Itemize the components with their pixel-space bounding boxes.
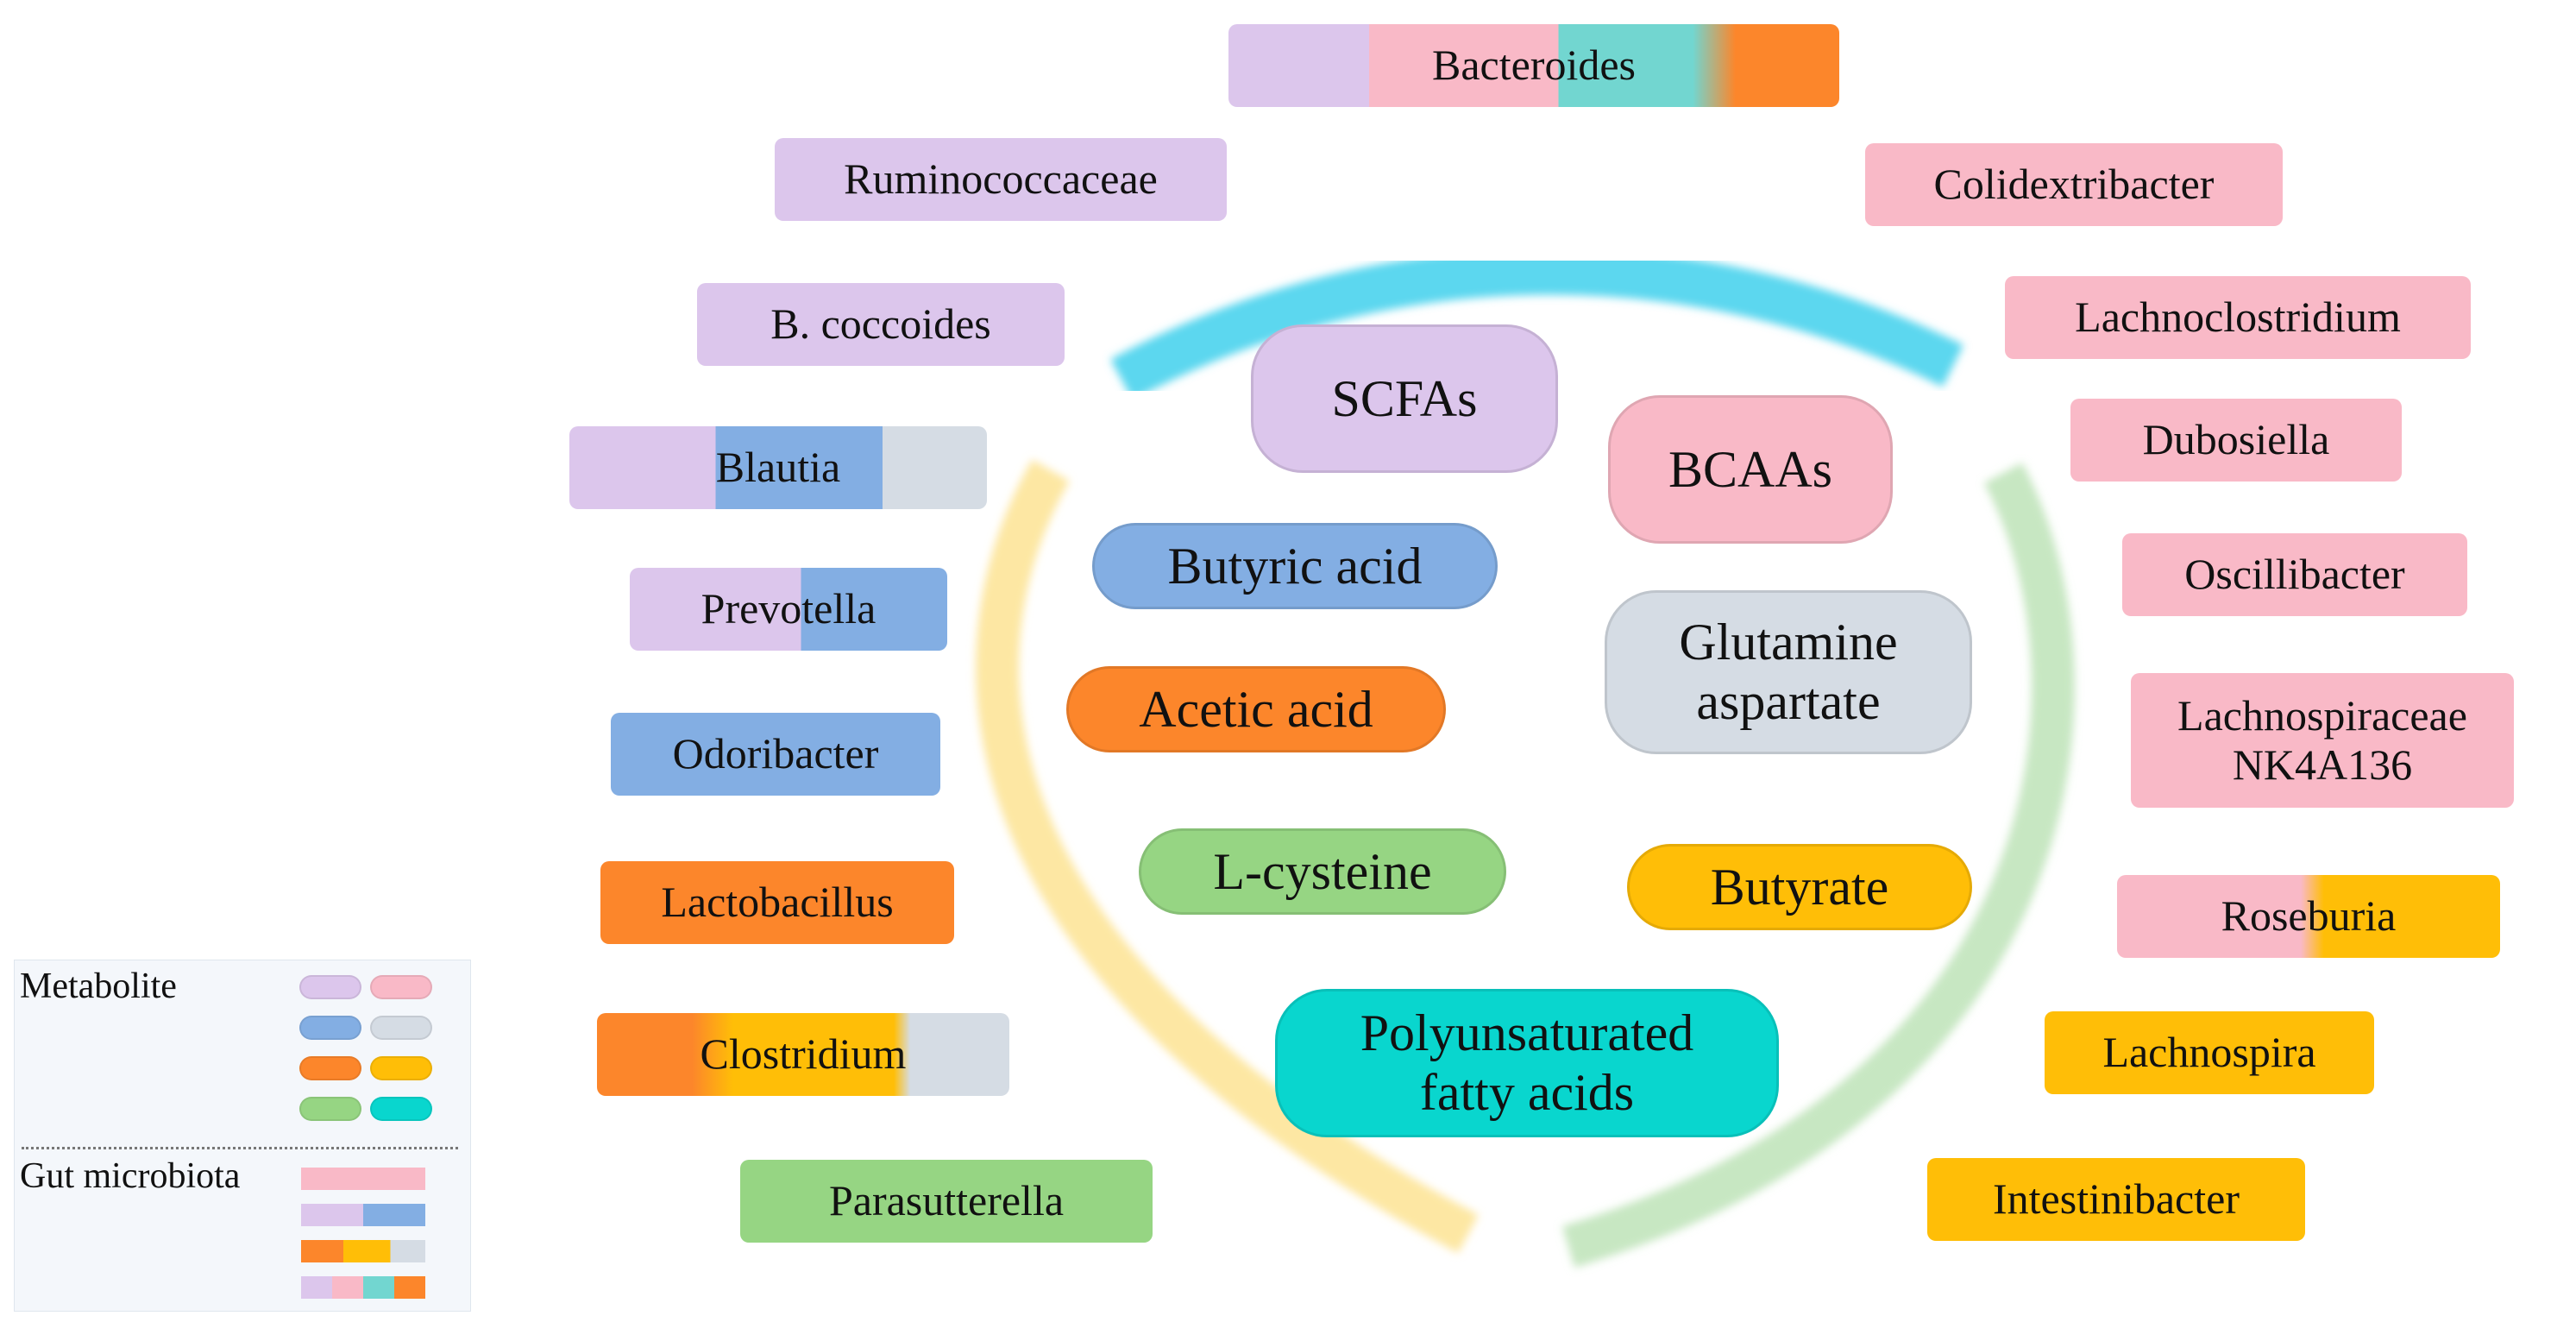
bacteria-label: B. coccoides [770,299,991,349]
metabolite-label: SCFAs [1331,369,1478,427]
metabolite-label-line1: Glutamine [1679,614,1898,670]
bacteria-dubosiella: Dubosiella [2070,399,2402,482]
bacteria-label: Prevotella [701,584,876,633]
bacteria-intestinibacter: Intestinibacter [1927,1158,2305,1241]
metabolite-butyric-acid: Butyric acid [1092,523,1498,609]
bacteria-label-line1: Lachnospiraceae [2177,690,2467,740]
bacteria-blautia: Blautia [569,426,987,509]
bacteria-label: Colidextribacter [1933,160,2215,209]
bacteria-parasutterella: Parasutterella [740,1160,1153,1243]
legend-swatch-pink-pill [370,975,432,999]
bacteria-label-line2: NK4A136 [2232,740,2413,789]
legend-swatch-yellow-pill [370,1056,432,1080]
bacteria-ruminococcaceae: Ruminococcaceae [775,138,1227,221]
bacteria-label: Ruminococcaceae [844,154,1158,204]
legend-swatch-three-color-bar [301,1240,425,1262]
metabolite-label-line2: aspartate [1696,673,1881,730]
legend-swatch-grey-pill [370,1016,432,1040]
legend-swatch-green-pill [299,1097,361,1121]
metabolite-label-line2: fatty acids [1419,1064,1635,1121]
bacteria-label: Dubosiella [2142,415,2330,464]
metabolite-pufa: Polyunsaturated fatty acids [1275,989,1779,1137]
legend-swatch-orange-pill [299,1056,361,1080]
bacteria-roseburia: Roseburia [2117,875,2500,958]
metabolite-label: L-cysteine [1213,842,1432,900]
metabolite-bcaas: BCAAs [1608,395,1893,544]
bacteria-label: Roseburia [2221,891,2397,941]
metabolite-acetic-acid: Acetic acid [1066,666,1446,752]
metabolite-label: BCAAs [1668,440,1833,498]
bacteria-lachnospiraceae-nk4a136: Lachnospiraceae NK4A136 [2131,673,2514,808]
bacteria-clostridium: Clostridium [597,1013,1009,1096]
metabolite-glutamine-aspartate: Glutamine aspartate [1605,590,1972,754]
legend-swatch-blue-pill [299,1016,361,1040]
legend-metabolite-label: Metabolite [20,966,177,1006]
bacteria-label: Blautia [715,443,841,492]
legend-swatch-teal-pill [370,1097,432,1121]
bacteria-label: Parasutterella [828,1176,1065,1225]
bacteria-lachnoclostridium: Lachnoclostridium [2005,276,2471,359]
bacteria-colidextribacter: Colidextribacter [1865,143,2283,226]
legend-swatch-lilac-pill [299,975,361,999]
bacteria-odoribacter: Odoribacter [611,713,940,796]
metabolite-label: Butyric acid [1167,537,1423,595]
bacteria-label: Intestinibacter [1993,1174,2240,1224]
metabolite-scfas: SCFAs [1251,324,1558,473]
bacteria-label: Bacteroides [1431,41,1636,90]
bacteria-lachnospira: Lachnospira [2045,1011,2374,1094]
right-arc [1561,463,2075,1268]
bacteria-label: Lactobacillus [661,878,894,927]
bacteria-label: Lachnospira [2102,1028,2316,1077]
bacteria-label: Oscillibacter [2184,550,2405,599]
legend-swatch-four-color-bar [301,1276,425,1299]
left-arc [976,459,1479,1254]
metabolite-label-line1: Polyunsaturated [1360,1004,1694,1061]
bacteria-label: Odoribacter [672,729,879,778]
bacteria-lactobacillus: Lactobacillus [600,861,954,944]
bacteria-prevotella: Prevotella [630,568,947,651]
legend-gut-microbiota-label: Gut microbiota [20,1156,241,1196]
bacteria-label: Clostridium [700,1029,907,1079]
bacteria-oscillibacter: Oscillibacter [2122,533,2467,616]
metabolite-label: Butyrate [1710,858,1889,916]
bacteria-bacteroides: Bacteroides [1228,24,1839,107]
legend: Metabolite Gut microbiota [14,960,471,1312]
legend-divider [22,1147,458,1149]
bacteria-b-coccoides: B. coccoides [697,283,1065,366]
metabolite-label: Acetic acid [1139,680,1373,738]
metabolite-l-cysteine: L-cysteine [1139,828,1506,915]
legend-swatch-two-color-bar [301,1204,425,1226]
legend-swatch-single-bar [301,1168,425,1190]
scfa-bcaa-arc [1110,248,1963,400]
metabolite-butyrate: Butyrate [1627,844,1972,930]
bacteria-label: Lachnoclostridium [2075,293,2401,342]
